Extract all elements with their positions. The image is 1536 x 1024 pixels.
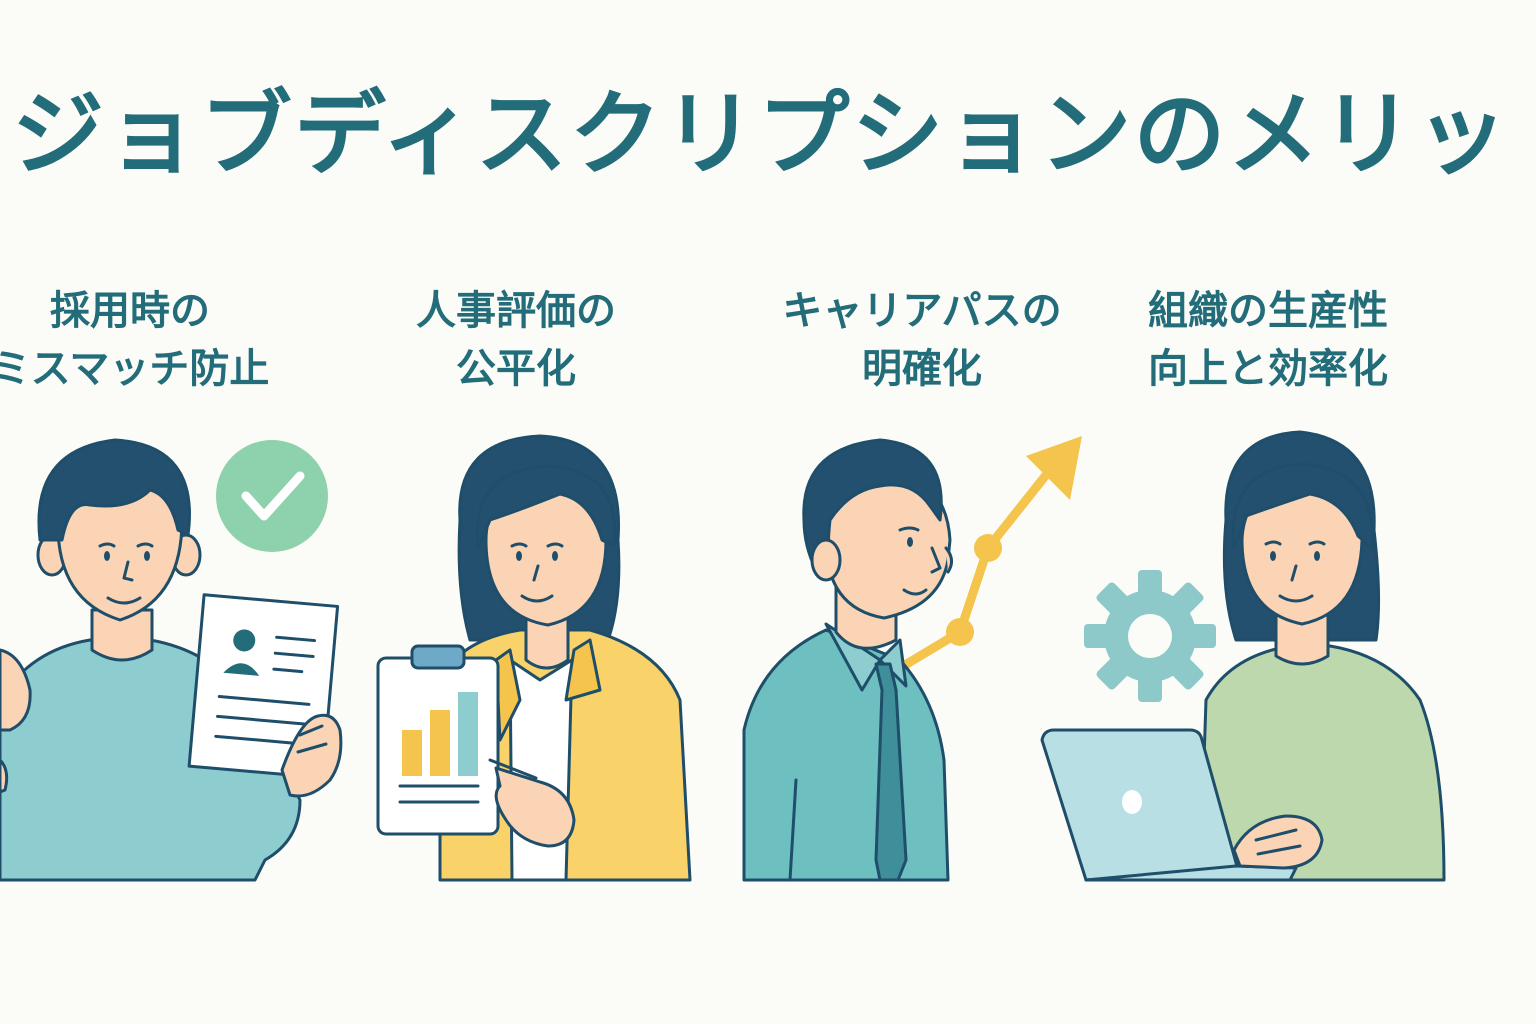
benefit-caption-career-path: キャリアパスの 明確化 (732, 282, 1112, 398)
benefit-caption-line1: 組織の生産性 (1148, 288, 1388, 334)
benefit-caption-line2: 公平化 (456, 346, 576, 392)
benefit-caption-line2: 向上と効率化 (1148, 346, 1388, 392)
check-circle-icon (216, 440, 328, 552)
person-man-with-resume (0, 438, 343, 882)
person-man-career-path (742, 436, 1082, 882)
page-title: ジョブディスクリプションのメリット (12, 81, 1536, 188)
benefit-caption-line1: 人事評価の (416, 288, 616, 334)
person-woman-with-clipboard (376, 434, 692, 882)
benefit-caption-fair-evaluation: 人事評価の 公平化 (326, 282, 706, 398)
benefit-caption-productivity: 組織の生産性 向上と効率化 (1078, 282, 1458, 398)
benefit-caption-line2: ミスマッチ防止 (0, 346, 270, 392)
growth-arrow-icon (875, 436, 1082, 685)
person-woman-with-laptop (1040, 430, 1446, 882)
bar-chart-icon (402, 692, 478, 776)
benefit-caption-line1: キャリアパスの (782, 288, 1062, 334)
benefit-caption-mismatch-prevention: 採用時の ミスマッチ防止 (0, 282, 320, 398)
gear-icon (1084, 570, 1216, 702)
benefit-caption-line2: 明確化 (862, 346, 982, 392)
benefit-caption-line1: 採用時の (50, 288, 210, 334)
